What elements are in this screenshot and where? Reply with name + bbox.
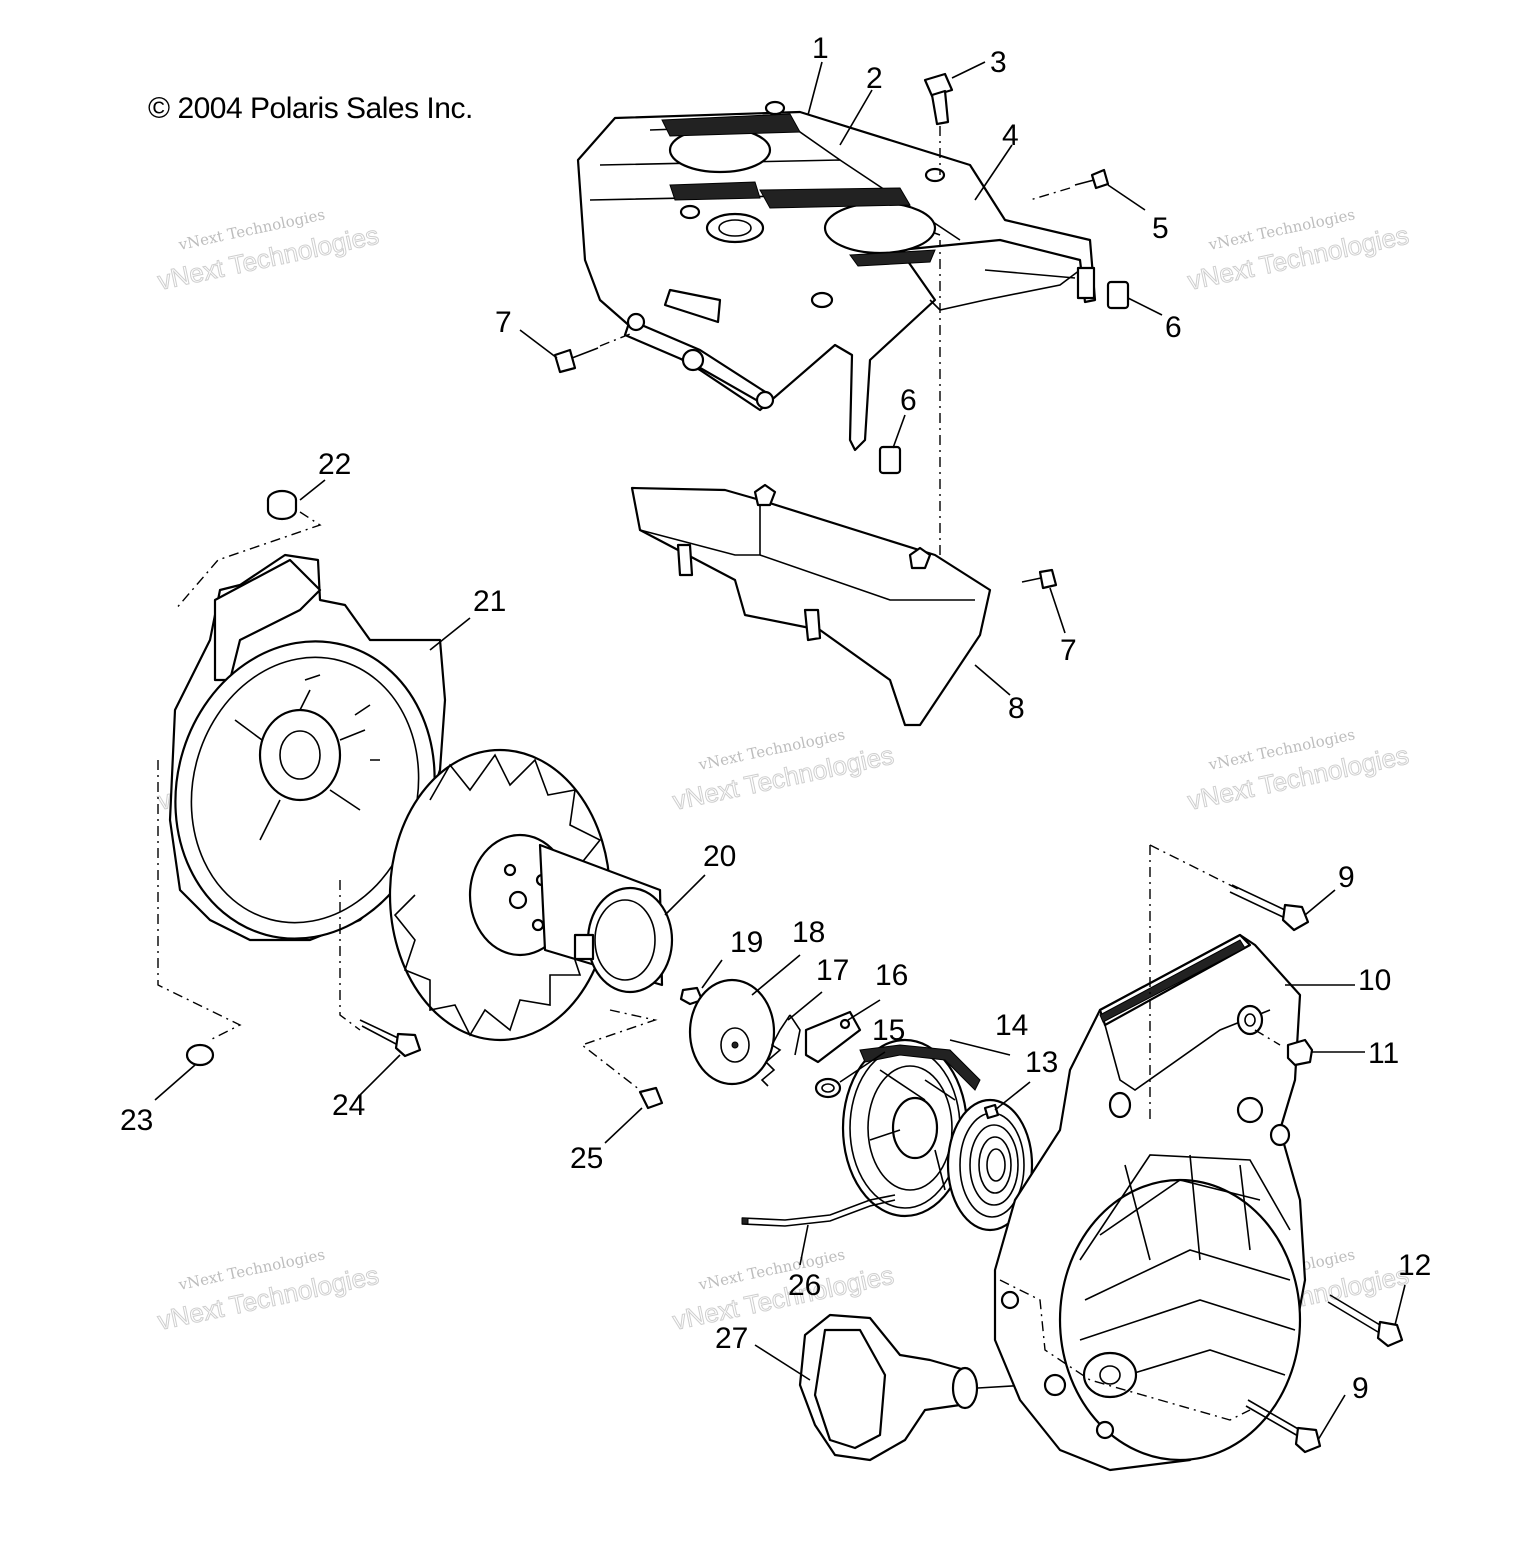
- recoil-housing-part-10: [993, 844, 1307, 1472]
- callout-3: 3: [990, 46, 1007, 79]
- backing-plate-part-21: [168, 553, 447, 942]
- callout-24: 24: [332, 1089, 365, 1122]
- callout-8: 8: [1008, 692, 1025, 725]
- pawl-part-16: [804, 1010, 862, 1064]
- copyright-notice: © 2004 Polaris Sales Inc.: [148, 92, 473, 125]
- recoil-pulley-part-14: [841, 1038, 981, 1218]
- callout-9-upper: 9: [1338, 861, 1355, 894]
- nut-part-19: [679, 986, 704, 1006]
- callout-27: 27: [715, 1322, 748, 1355]
- callout-1: 1: [812, 32, 829, 65]
- callout-5: 5: [1152, 212, 1169, 245]
- screw-part-7-lower: [1021, 568, 1058, 590]
- callout-21: 21: [473, 585, 506, 618]
- callout-6-upper: 6: [1165, 311, 1182, 344]
- callout-4: 4: [1002, 119, 1019, 152]
- callout-23: 23: [120, 1104, 153, 1137]
- callout-2: 2: [866, 62, 883, 95]
- callout-22: 22: [318, 448, 351, 481]
- callout-7-lower: 7: [1060, 634, 1077, 667]
- top-fan-cover: [576, 100, 1097, 452]
- bolt-part-24: [359, 1019, 422, 1058]
- plug-part-11: [1286, 1038, 1314, 1067]
- callout-10: 10: [1358, 964, 1391, 997]
- callout-25: 25: [570, 1142, 603, 1175]
- clip-part-6-upper: [1106, 280, 1130, 310]
- bushing-part-22: [174, 489, 322, 611]
- callout-6-lower: 6: [900, 384, 917, 417]
- callout-20: 20: [703, 840, 736, 873]
- screw-part-25: [638, 1086, 664, 1110]
- callout-26: 26: [788, 1269, 821, 1302]
- ring-part-23: [185, 1043, 215, 1067]
- bolt-part-12: [1327, 1294, 1404, 1348]
- bolt-part-3: [923, 72, 954, 175]
- flywheel-fan-part-20: [388, 748, 674, 1042]
- bolt-part-9-upper: [1229, 884, 1310, 932]
- callout-13: 13: [1025, 1046, 1058, 1079]
- callout-numbers: 1 2 3 4 5 6 6 7 7 8 9 9 10 11 12 13 14 1…: [120, 32, 1431, 1405]
- lower-duct-part-8: [630, 240, 992, 727]
- callout-15: 15: [872, 1014, 905, 1047]
- callout-18: 18: [792, 916, 825, 949]
- screw-part-5: [1029, 168, 1110, 201]
- recoil-spring-part-13: [946, 1098, 1034, 1232]
- screw-part-7-upper: [553, 333, 631, 374]
- callout-17: 17: [816, 954, 849, 987]
- clip-part-6-lower: [878, 445, 902, 475]
- callout-12: 12: [1398, 1249, 1431, 1282]
- leader-lines: [154, 61, 1406, 1441]
- callout-16: 16: [875, 959, 908, 992]
- alignment-line: [157, 760, 242, 1041]
- callout-9-lower: 9: [1352, 1372, 1369, 1405]
- bolt-part-9-lower: [1245, 1399, 1322, 1454]
- washer-plate-part-18: [688, 978, 776, 1086]
- callout-14: 14: [995, 1009, 1028, 1042]
- handle-part-27: [798, 1313, 1111, 1462]
- callout-11: 11: [1368, 1037, 1399, 1070]
- alignment-line: [580, 1009, 658, 1091]
- o-ring-part-15: [814, 1077, 842, 1099]
- alignment-line: [339, 880, 361, 1031]
- callout-7-upper: 7: [495, 306, 512, 339]
- callout-19: 19: [730, 926, 763, 959]
- rope-part-26: [741, 1194, 896, 1227]
- spring-part-17: [760, 1014, 801, 1087]
